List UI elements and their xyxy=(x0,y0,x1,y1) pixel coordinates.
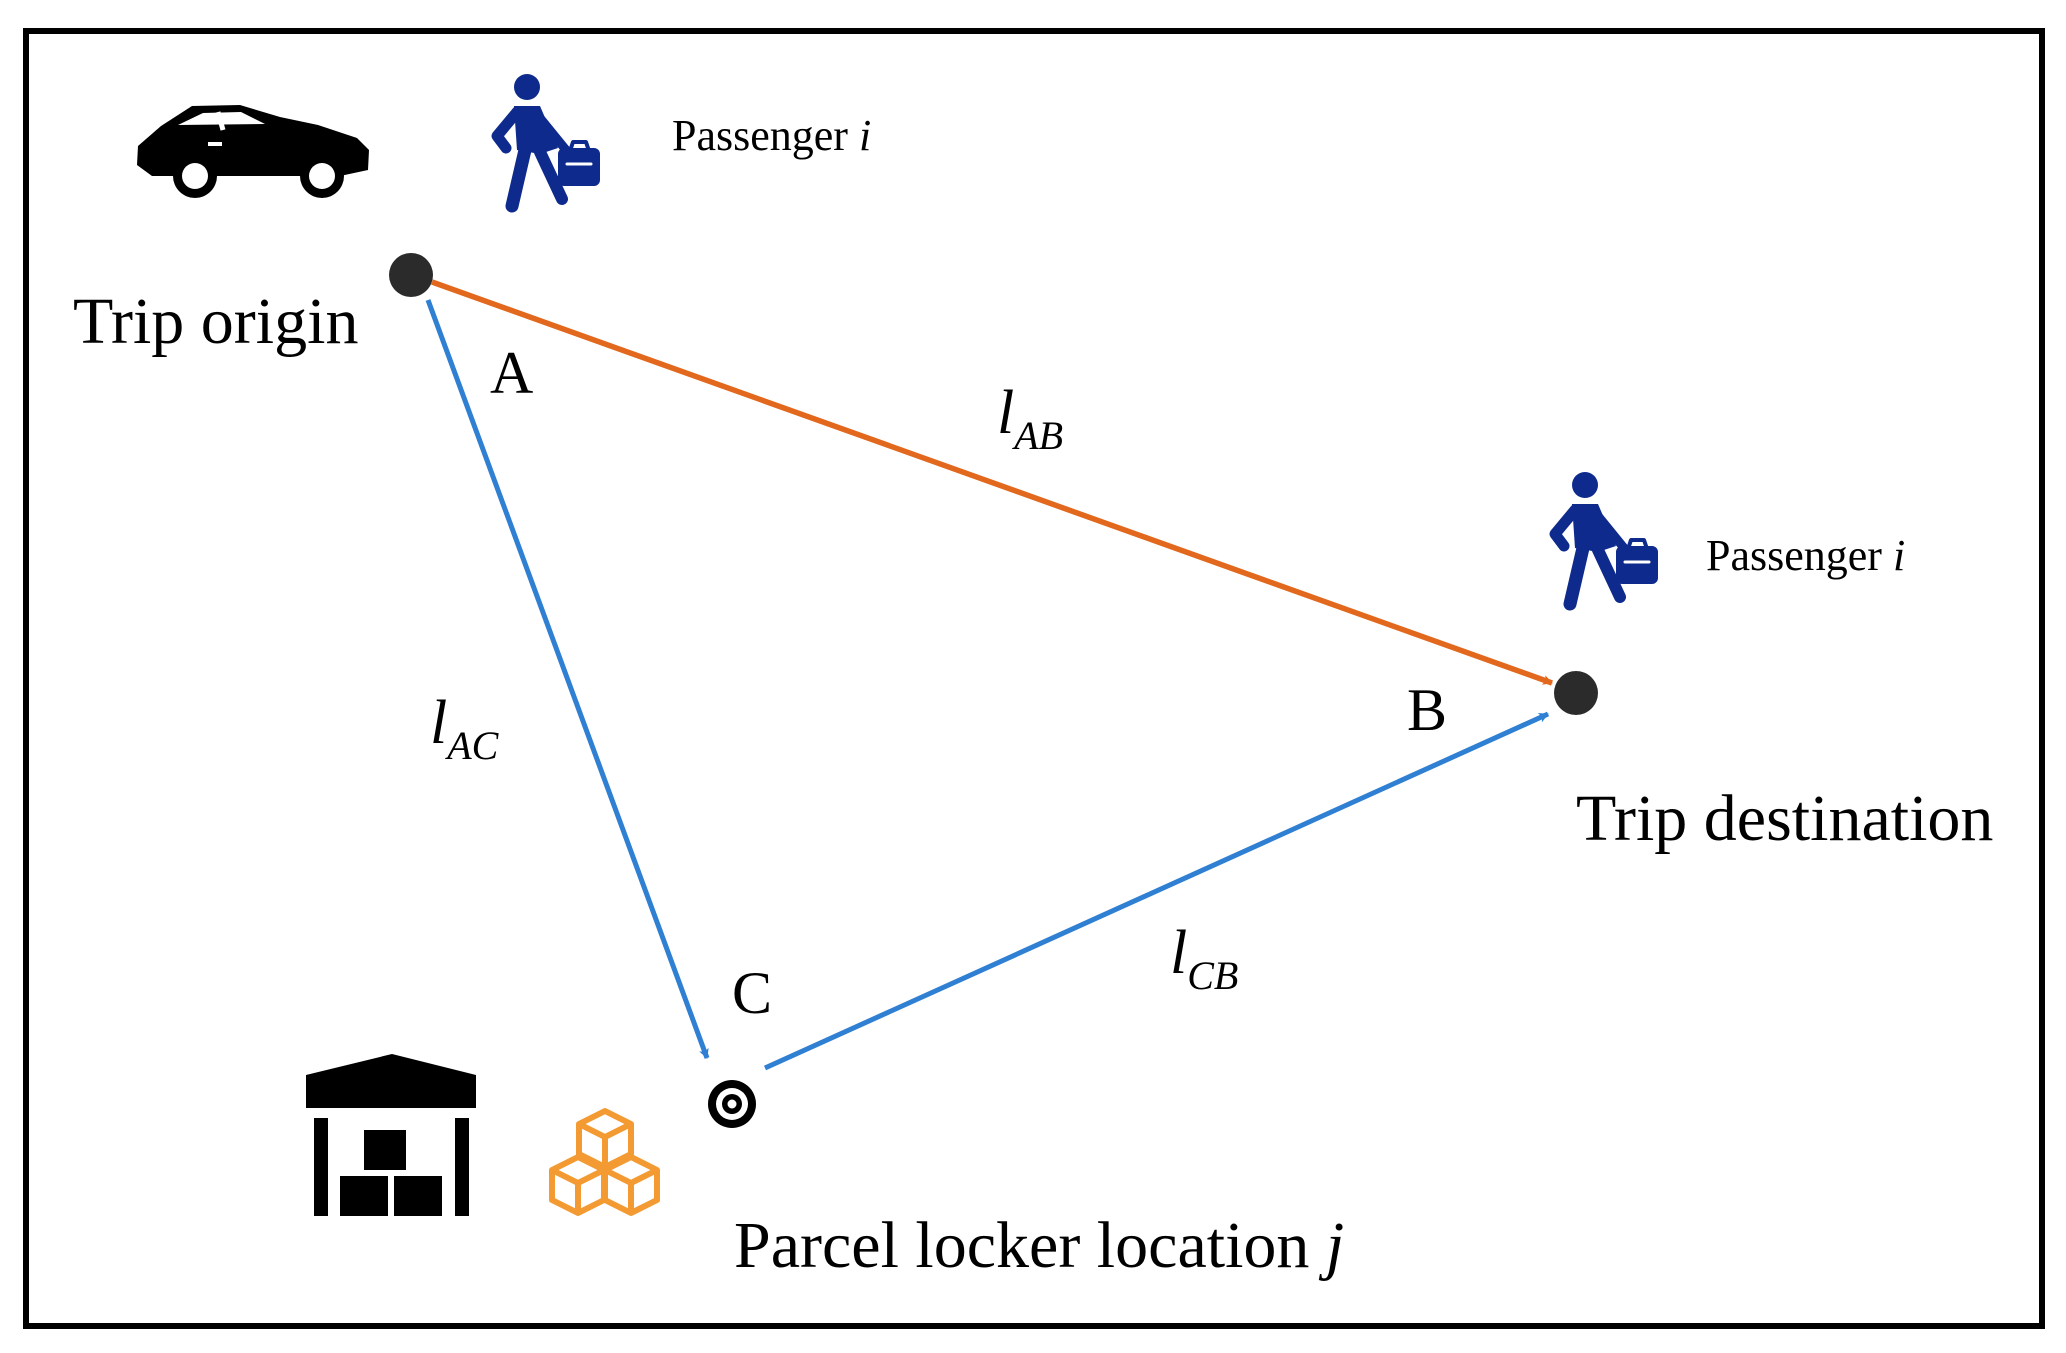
edge-ac-label: lAC xyxy=(430,689,500,768)
parcel-locker-label: Parcel locker location j xyxy=(734,1209,1344,1282)
edge-cb-label: lCB xyxy=(1170,919,1238,998)
parcel-boxes-icon xyxy=(549,1108,660,1216)
warehouse-icon xyxy=(306,1054,476,1216)
node-b-dot xyxy=(1554,671,1598,715)
node-a-label: A xyxy=(490,340,533,406)
node-a-dot xyxy=(389,253,433,297)
edge-a-b xyxy=(431,279,1553,686)
car-icon xyxy=(137,105,369,198)
node-c-label: C xyxy=(732,960,772,1026)
passenger-label-destination: Passenger i xyxy=(1706,531,1905,580)
edge-ab-label: lAB xyxy=(997,379,1063,458)
node-b-label: B xyxy=(1407,677,1447,743)
passenger-icon xyxy=(491,74,600,213)
locker-target-icon xyxy=(708,1080,756,1128)
edge-a-c xyxy=(425,299,710,1059)
passenger-label-origin: Passenger i xyxy=(672,111,871,160)
edge-c-b xyxy=(763,711,1550,1071)
trip-destination-label: Trip destination xyxy=(1576,782,1993,855)
trip-origin-label: Trip origin xyxy=(73,285,358,358)
diagram-frame xyxy=(23,28,2045,1329)
passenger-icon xyxy=(1549,472,1658,611)
